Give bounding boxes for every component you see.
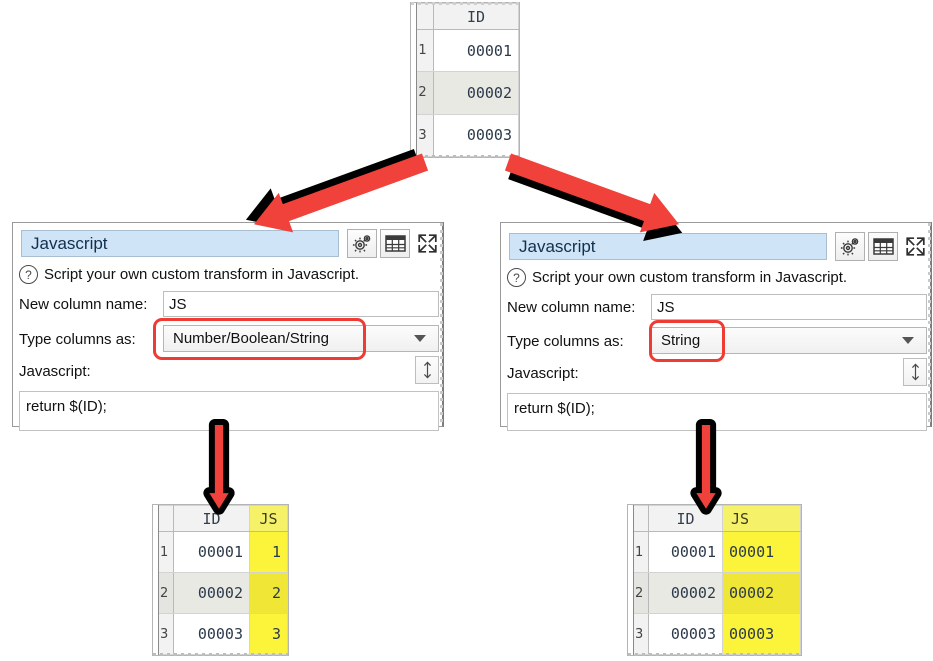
help-icon[interactable]: ? (19, 265, 38, 284)
javascript-label: Javascript: (507, 365, 579, 382)
javascript-transform-panel-right[interactable]: Javascript (500, 222, 932, 431)
table-row[interactable]: 1 00001 (411, 28, 519, 73)
result-column-header-js: JS (722, 505, 801, 532)
table-row[interactable]: 2 00002 (411, 71, 519, 115)
expand-icon-svg (905, 237, 925, 256)
cell-js[interactable]: 00003 (722, 613, 801, 655)
table-row[interactable]: 2 00002 00002 (628, 572, 801, 614)
cell-id[interactable]: 00001 (433, 28, 519, 73)
cell-js[interactable]: 00002 (722, 572, 801, 614)
cell-id[interactable]: 00003 (173, 613, 250, 655)
result-column-header-id: ID (173, 505, 250, 532)
gear-icon[interactable] (347, 229, 377, 258)
table-row[interactable]: 3 00003 00003 (628, 613, 801, 655)
javascript-code-editor[interactable]: return $(ID); (507, 393, 927, 431)
grid-left-gutter (153, 505, 159, 655)
left-result-table[interactable]: ID JS 1 00001 1 2 00002 2 3 00003 3 (152, 504, 289, 656)
javascript-label: Javascript: (19, 363, 91, 380)
panel-hint-text: Script your own custom transform in Java… (532, 269, 848, 286)
table-icon[interactable] (380, 229, 410, 258)
panel-hint: ? Script your own custom transform in Ja… (19, 265, 359, 284)
javascript-code-text: return $(ID); (514, 400, 595, 417)
cell-id[interactable]: 00003 (433, 113, 519, 158)
type-columns-as-select[interactable]: String (651, 327, 927, 354)
type-columns-as-select[interactable]: Number/Boolean/String (163, 325, 439, 352)
chevron-down-icon[interactable] (414, 335, 426, 342)
source-id-table[interactable]: ID 1 00001 2 00002 3 00003 (410, 2, 520, 158)
cell-js[interactable]: 3 (249, 613, 288, 655)
new-column-name-label: New column name: (507, 299, 636, 316)
up-down-arrow-icon (911, 363, 919, 381)
cell-id[interactable]: 00003 (648, 613, 723, 655)
crop-edge-right (928, 223, 931, 426)
new-column-name-input[interactable]: JS (163, 291, 439, 317)
cell-id[interactable]: 00002 (433, 71, 519, 115)
expand-icon[interactable] (413, 229, 441, 258)
type-columns-as-label: Type columns as: (507, 333, 624, 350)
javascript-code-text: return $(ID); (26, 398, 107, 415)
panel-title-text: Javascript (31, 233, 108, 253)
type-columns-as-label: Type columns as: (19, 331, 136, 348)
cell-js[interactable]: 1 (249, 531, 288, 573)
panel-title-text: Javascript (519, 236, 596, 256)
new-column-name-value: JS (657, 298, 675, 316)
grid-left-gutter (628, 505, 634, 655)
cell-id[interactable]: 00002 (173, 572, 250, 614)
javascript-code-editor[interactable]: return $(ID); (19, 391, 439, 431)
panel-hint-text: Script your own custom transform in Java… (44, 266, 360, 283)
table-row[interactable]: 1 00001 00001 (628, 531, 801, 573)
type-columns-as-value: Number/Boolean/String (173, 330, 329, 347)
gear-icon-svg (352, 235, 371, 253)
crop-edge-bottom (411, 155, 519, 158)
new-column-name-input[interactable]: JS (651, 294, 927, 320)
table-icon-svg (384, 235, 406, 252)
cell-id[interactable]: 00001 (648, 531, 723, 573)
crop-edge-bottom (153, 653, 288, 656)
arrow-to-right-result (696, 425, 715, 509)
grid-left-gutter (411, 3, 417, 157)
crop-edge-bottom (628, 653, 801, 656)
right-result-table[interactable]: ID JS 1 00001 00001 2 00002 00002 3 0000… (627, 504, 802, 656)
cell-id[interactable]: 00002 (648, 572, 723, 614)
new-column-name-label: New column name: (19, 296, 148, 313)
table-row[interactable]: 1 00001 1 (153, 531, 288, 573)
table-icon[interactable] (868, 232, 898, 261)
arrow-to-left-result (209, 425, 228, 509)
result-column-header-id: ID (648, 505, 723, 532)
crop-edge-right (440, 223, 443, 426)
gear-icon-svg (840, 238, 859, 256)
new-column-name-value: JS (169, 295, 187, 313)
javascript-transform-panel-left[interactable]: Javascript (12, 222, 444, 431)
cell-js[interactable]: 00001 (722, 531, 801, 573)
panel-title-field[interactable]: Javascript (509, 233, 827, 260)
cell-id[interactable]: 00001 (173, 531, 250, 573)
table-row[interactable]: 3 00003 (411, 113, 519, 158)
table-row[interactable]: 2 00002 2 (153, 572, 288, 614)
table-row[interactable]: 3 00003 3 (153, 613, 288, 655)
panel-hint: ? Script your own custom transform in Ja… (507, 268, 847, 287)
type-columns-as-value: String (661, 332, 701, 349)
result-column-header-js: JS (249, 505, 288, 532)
resize-spinner[interactable] (903, 358, 927, 386)
source-column-header-id: ID (433, 3, 519, 30)
resize-spinner[interactable] (415, 356, 439, 384)
cell-js[interactable]: 2 (249, 572, 288, 614)
expand-icon-svg (417, 234, 437, 253)
gear-icon[interactable] (835, 232, 865, 261)
panel-title-field[interactable]: Javascript (21, 230, 339, 257)
expand-icon[interactable] (901, 232, 929, 261)
up-down-arrow-icon (423, 361, 431, 379)
table-icon-svg (872, 238, 894, 255)
chevron-down-icon[interactable] (902, 337, 914, 344)
help-icon[interactable]: ? (507, 268, 526, 287)
crop-edge-top (411, 2, 519, 5)
